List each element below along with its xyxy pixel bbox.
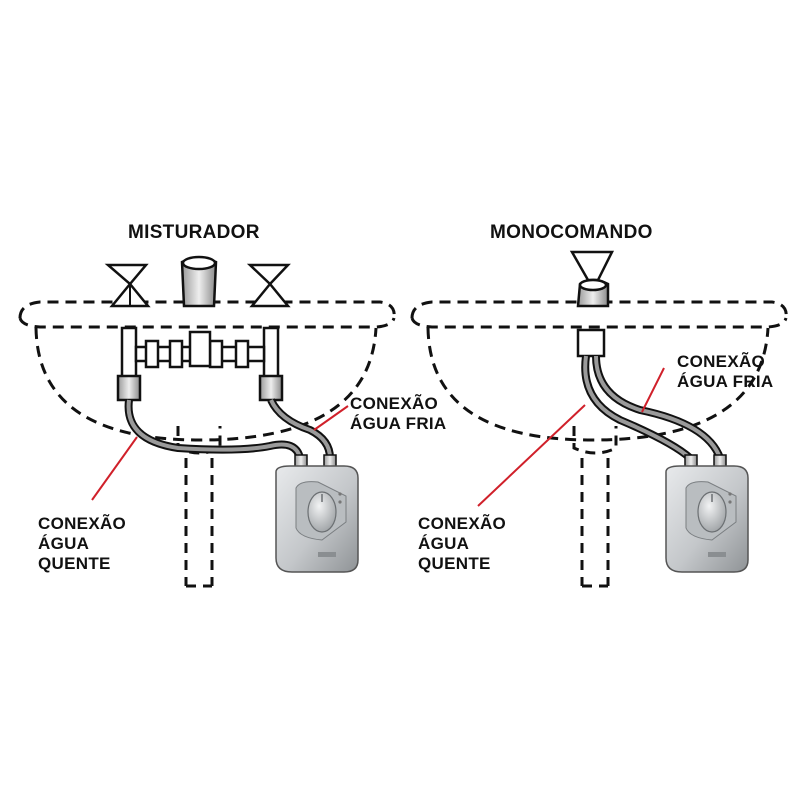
pointer-cold-left (313, 405, 349, 431)
water-heater-left (275, 454, 359, 573)
temperature-knob-right (697, 491, 727, 533)
title-misturador: MISTURADOR (128, 222, 260, 243)
label-cold-left-line1: CONEXÃO (350, 394, 439, 413)
hose-hot-left (124, 399, 304, 460)
label-cold-left: CONEXÃO ÁGUA FRIA (350, 394, 447, 434)
label-hot-left: CONEXÃO ÁGUA QUENTE (38, 514, 126, 574)
valve-assembly-left (116, 326, 284, 402)
pointer-hot-right (477, 404, 586, 507)
basin-left (34, 327, 378, 442)
spout-left (180, 255, 218, 308)
label-hot-left-line2: ÁGUA (38, 534, 90, 553)
single-lever-faucet (569, 250, 615, 308)
drain-pipe-right (572, 426, 618, 588)
basin-right (426, 327, 770, 442)
hose-hot-right (581, 355, 693, 462)
cold-handle-left (246, 263, 291, 308)
hot-handle-left (104, 263, 151, 308)
hose-cold-left (267, 398, 334, 459)
hose-cold-right (592, 355, 724, 460)
label-cold-right: CONEXÃO ÁGUA FRIA (677, 352, 774, 392)
label-hot-left-line3: QUENTE (38, 554, 111, 573)
label-hot-right: CONEXÃO ÁGUA QUENTE (418, 514, 506, 574)
monocomando-diagram (410, 250, 788, 588)
temperature-knob-left (307, 491, 337, 533)
title-monocomando: MONOCOMANDO (490, 222, 653, 243)
pointer-cold-right (641, 367, 665, 413)
misturador-diagram (18, 255, 396, 588)
mixer-connector-right (576, 328, 606, 358)
label-cold-right-line2: ÁGUA FRIA (677, 372, 774, 391)
water-heater-right (665, 454, 749, 573)
label-cold-left-line2: ÁGUA FRIA (350, 414, 447, 433)
label-hot-right-line3: QUENTE (418, 554, 491, 573)
label-hot-left-line1: CONEXÃO (38, 514, 127, 533)
label-hot-right-line2: ÁGUA (418, 534, 470, 553)
pointer-hot-left (91, 436, 138, 501)
label-cold-right-line1: CONEXÃO (677, 352, 766, 371)
label-hot-right-line1: CONEXÃO (418, 514, 507, 533)
